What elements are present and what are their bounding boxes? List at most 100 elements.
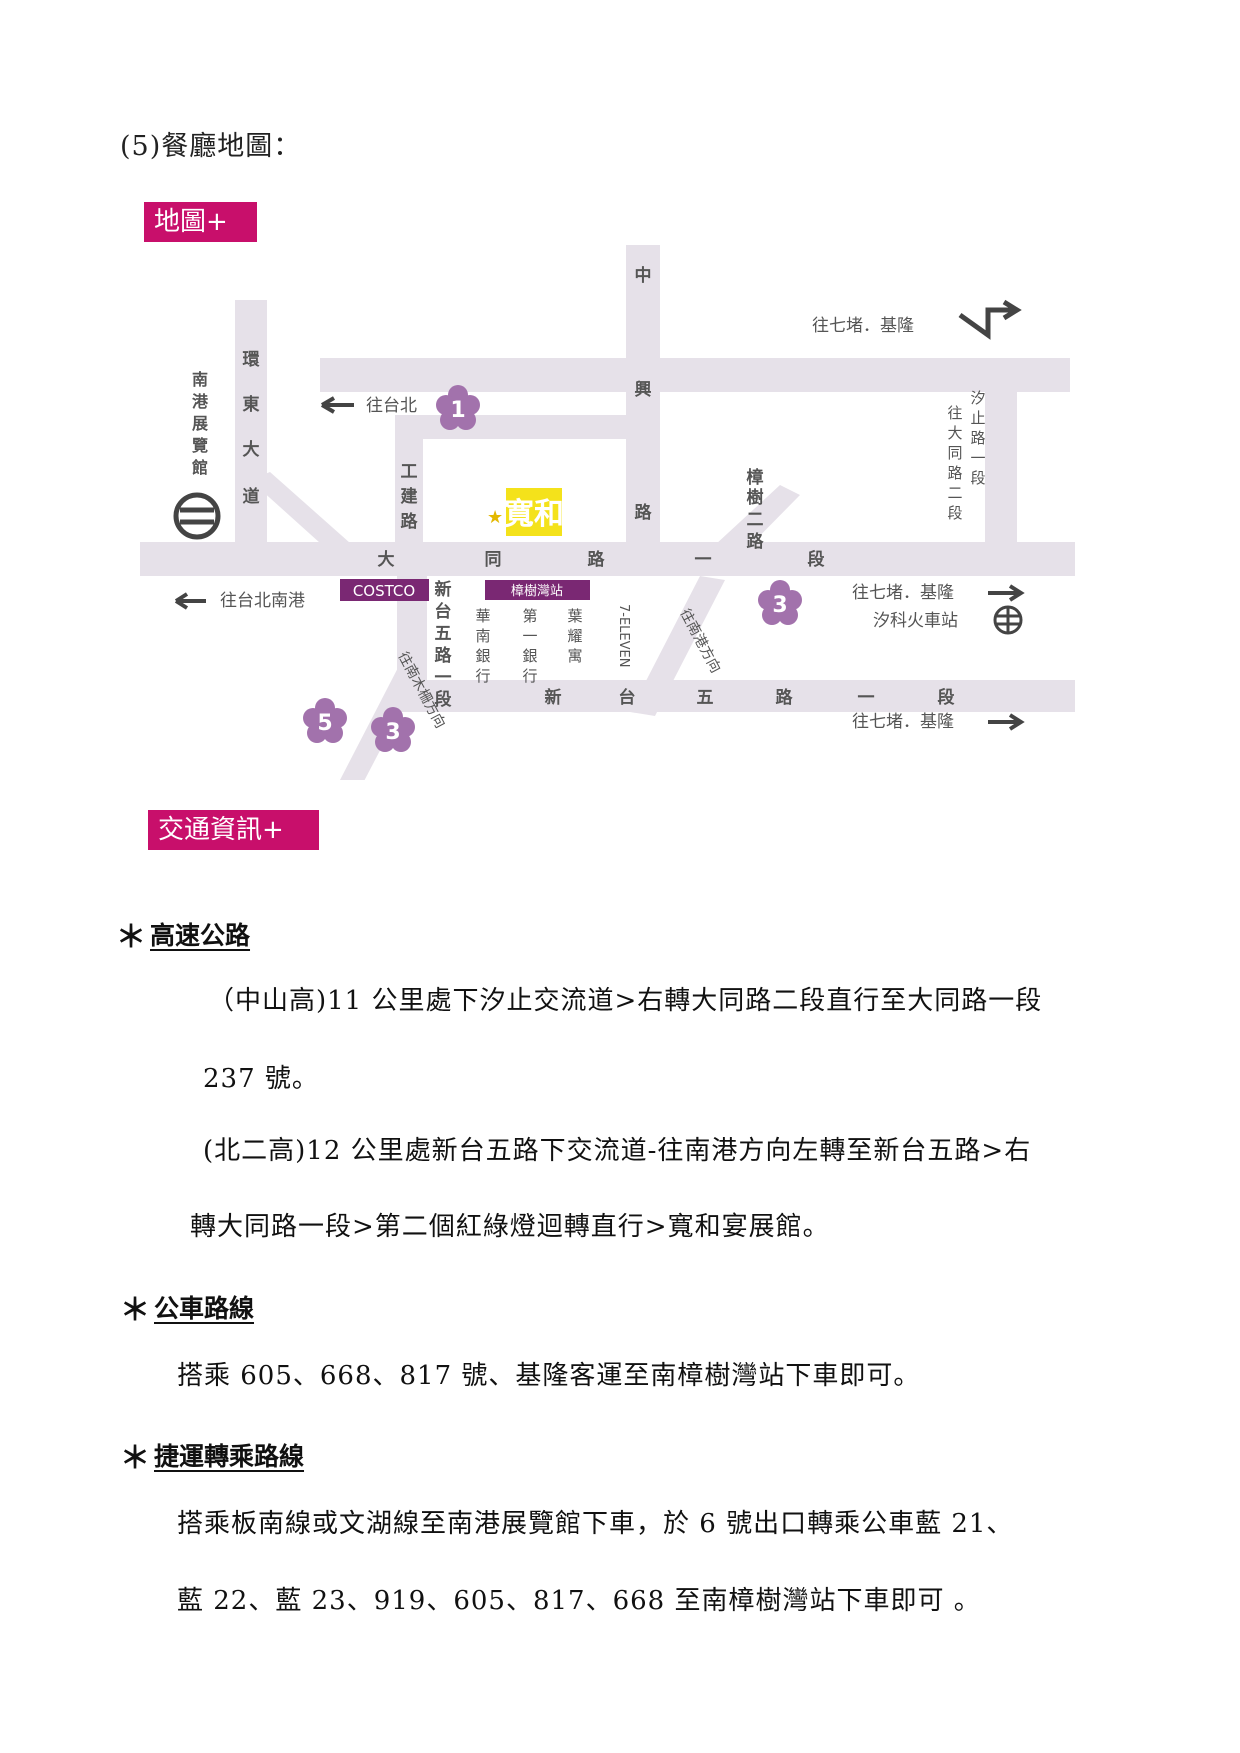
road-xintai5b-1: 新 xyxy=(545,687,562,708)
road-datong-1: 大 xyxy=(378,549,395,570)
train-station-icon xyxy=(993,605,1023,635)
asterisk-icon: ＊ xyxy=(116,920,146,955)
road-xintai5v-6: 段 xyxy=(435,689,452,710)
to-qidu-keelung-top: 往七堵．基隆 xyxy=(812,316,914,336)
road-gongjian-2: 建 xyxy=(401,486,418,507)
yeyao-2: 耀 xyxy=(567,627,582,645)
marker-5: 5 xyxy=(303,698,347,743)
map-roads xyxy=(140,245,1075,780)
venue-star-icon: ★ xyxy=(487,507,503,528)
road-zhongxing-3: 路 xyxy=(635,502,653,523)
turn-arrow-icon xyxy=(958,299,1022,340)
firstbank-3: 銀 xyxy=(522,647,537,665)
road-zhangshu2-4: 路 xyxy=(747,531,765,552)
bus-line-1: 搭乘 605、668、817 號、基隆客運至南樟樹灣站下車即可。 xyxy=(177,1361,921,1391)
road-huandong-2: 東 xyxy=(243,394,260,415)
station-box xyxy=(485,580,590,600)
road-datong-3: 路 xyxy=(588,549,606,570)
road-huandong-4: 道 xyxy=(243,486,260,507)
road-datong xyxy=(140,542,1075,576)
section-heading-mrt: ＊捷運轉乘路線 xyxy=(120,1433,304,1477)
huanan-4: 行 xyxy=(475,667,490,685)
transit-tag-label: 交通資訊 xyxy=(158,815,263,845)
road-xintai5v-5: 一 xyxy=(435,668,452,688)
right-arrow-icon xyxy=(988,713,1025,731)
zhangshuwan-station-label: 樟樹灣站 xyxy=(511,584,563,599)
road-xintai5b-4: 路 xyxy=(776,687,794,708)
road-huandong-1: 環 xyxy=(243,350,261,370)
xizhi-3: 路 xyxy=(970,429,985,447)
xizhi-1: 汐 xyxy=(970,389,985,407)
road-huandong xyxy=(235,300,267,545)
nangang-5: 館 xyxy=(192,458,208,477)
wangdatong-3: 同 xyxy=(947,444,962,462)
highway-line-4: 轉大同路一段>第二個紅綠燈迴轉直行>寬和宴展館。 xyxy=(190,1212,830,1242)
road-zhangshu-diag xyxy=(715,485,800,558)
road-gongjian-top xyxy=(395,415,630,439)
mrt-line-1: 搭乘板南線或文湖線至南港展覽館下車，於 6 號出口轉乘公車藍 21、 xyxy=(177,1509,1014,1539)
huanan-1: 華 xyxy=(475,607,490,625)
section-heading-highway: ＊高速公路 xyxy=(116,912,250,956)
road-zhongxing xyxy=(626,245,660,565)
firstbank-2: 一 xyxy=(522,627,537,645)
road-zhangshu2-2: 樹 xyxy=(747,487,764,508)
road-gongjian-3: 路 xyxy=(401,511,419,532)
to-qidu-keelung-mid: 往七堵．基隆 xyxy=(852,583,954,603)
highway-line-1: （中山高)11 公里處下汐止交流道>右轉大同路二段直行至大同路一段 xyxy=(208,986,1043,1016)
seven-eleven-label: 7-ELEVEN xyxy=(616,604,631,667)
road-right-vertical xyxy=(985,358,1017,558)
road-xintai5b-6: 段 xyxy=(938,687,955,708)
road-xintai5v-2: 台 xyxy=(435,601,452,622)
venue-box xyxy=(506,488,562,536)
transit-tag: 交通資訊+ xyxy=(148,810,319,850)
road-xintai5b-2: 台 xyxy=(619,687,636,708)
map-tag-label: 地圖 xyxy=(154,207,207,237)
transit-tag-plus: + xyxy=(262,815,284,845)
road-labels: 中 興 路 環 東 大 道 工 建 路 樟 樹 二 路 大 同 路 一 段 新 … xyxy=(243,265,955,710)
road-nangang-diag xyxy=(630,576,725,716)
huanan-3: 銀 xyxy=(475,647,490,665)
nangang-4: 覽 xyxy=(192,436,208,455)
road-xintai5b-3: 五 xyxy=(697,688,714,708)
xizhi-2: 止 xyxy=(970,409,985,427)
yeyao-1: 葉 xyxy=(567,607,582,625)
nangang-1: 南 xyxy=(192,370,208,389)
road-zhongxing-1: 中 xyxy=(635,265,652,286)
asterisk-icon: ＊ xyxy=(120,1293,150,1328)
road-zhangshu2-3: 二 xyxy=(747,510,764,530)
yeyao-3: 寓 xyxy=(567,647,582,665)
road-xintai5v-1: 新 xyxy=(435,579,452,600)
to-taipei-nangang-label: 往台北南港 xyxy=(220,591,305,611)
left-arrow-icon xyxy=(174,592,206,610)
road-zhongxing-2: 興 xyxy=(635,379,652,400)
road-gongjian-1: 工 xyxy=(401,462,418,482)
xizhi-4: 一 xyxy=(970,449,985,467)
road-datong-5: 段 xyxy=(808,549,825,570)
road-zhangshu2-1: 樟 xyxy=(747,467,764,488)
firstbank-4: 行 xyxy=(522,667,537,685)
marker-3-left: 3 xyxy=(371,707,415,752)
wangdatong-2: 大 xyxy=(947,424,962,442)
road-xintai5v-3: 五 xyxy=(435,624,452,644)
wangdatong-1: 往 xyxy=(947,404,962,422)
page-title: (5)餐廳地圖： xyxy=(120,131,302,162)
right-road-labels: 汐 止 路 一 段 往 大 同 路 二 段 xyxy=(947,389,985,522)
marker-3-right-label: 3 xyxy=(772,593,787,618)
road-ramp-left xyxy=(250,472,350,543)
wangdatong-6: 段 xyxy=(947,504,962,522)
highway-line-3: (北二高)12 公里處新台五路下交流道-往南港方向左轉至新台五路>右 xyxy=(203,1136,1032,1166)
road-xintai5b-5: 一 xyxy=(858,688,875,708)
road-xintai5v-4: 路 xyxy=(435,645,453,666)
nangang-2: 港 xyxy=(192,392,209,411)
xizhi-5: 段 xyxy=(970,469,985,487)
venue-label: 寬和 xyxy=(504,497,564,532)
wangdatong-4: 路 xyxy=(947,464,962,482)
map-tag: 地圖+ xyxy=(144,202,257,242)
huanan-2: 南 xyxy=(475,627,490,645)
road-datong-2: 同 xyxy=(485,550,502,570)
marker-5-label: 5 xyxy=(317,711,332,736)
costco-box xyxy=(340,579,429,601)
map-tag-plus: + xyxy=(206,207,228,237)
wangdatong-5: 二 xyxy=(947,484,962,502)
mrt-icon xyxy=(173,492,221,540)
